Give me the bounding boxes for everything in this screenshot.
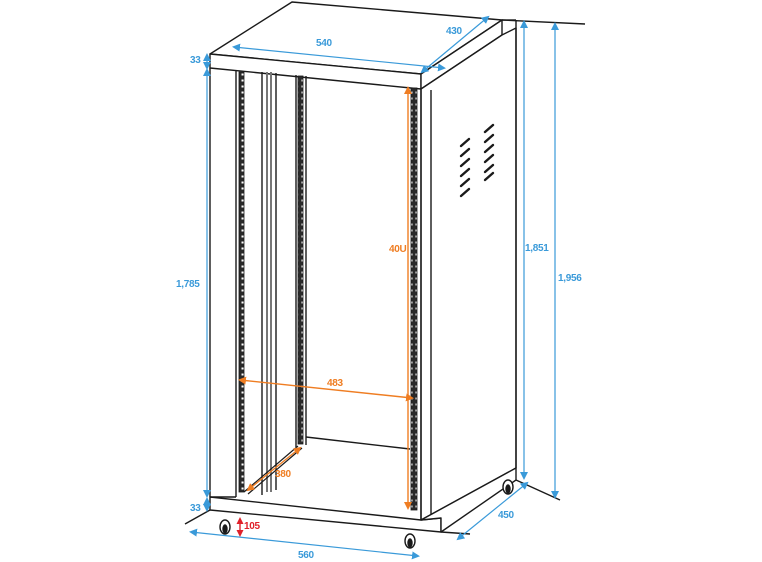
dim-castor-height: 105: [244, 521, 260, 532]
dim-top-panel-height: 33: [190, 55, 201, 66]
dim-base-depth: 450: [498, 510, 514, 521]
dim-total-height: 1,956: [558, 273, 582, 284]
dim-rail-width: 483: [327, 378, 343, 389]
dim-top-depth: 430: [446, 26, 462, 37]
dim-base-width: 560: [298, 550, 314, 561]
dim-top-width: 540: [316, 38, 332, 49]
internal-dimension-lines: [238, 86, 414, 510]
dim-rack-units: 40U: [389, 244, 407, 255]
dim-rail-depth: 380: [275, 469, 291, 480]
external-dimension-lines: [189, 15, 559, 560]
dim-inner-side-height: 1,785: [176, 279, 200, 290]
rack-rails: [238, 71, 418, 511]
dim-base-height: 33: [190, 503, 201, 514]
cabinet-outline: [184, 1, 586, 535]
dim-body-height: 1,851: [525, 243, 549, 254]
